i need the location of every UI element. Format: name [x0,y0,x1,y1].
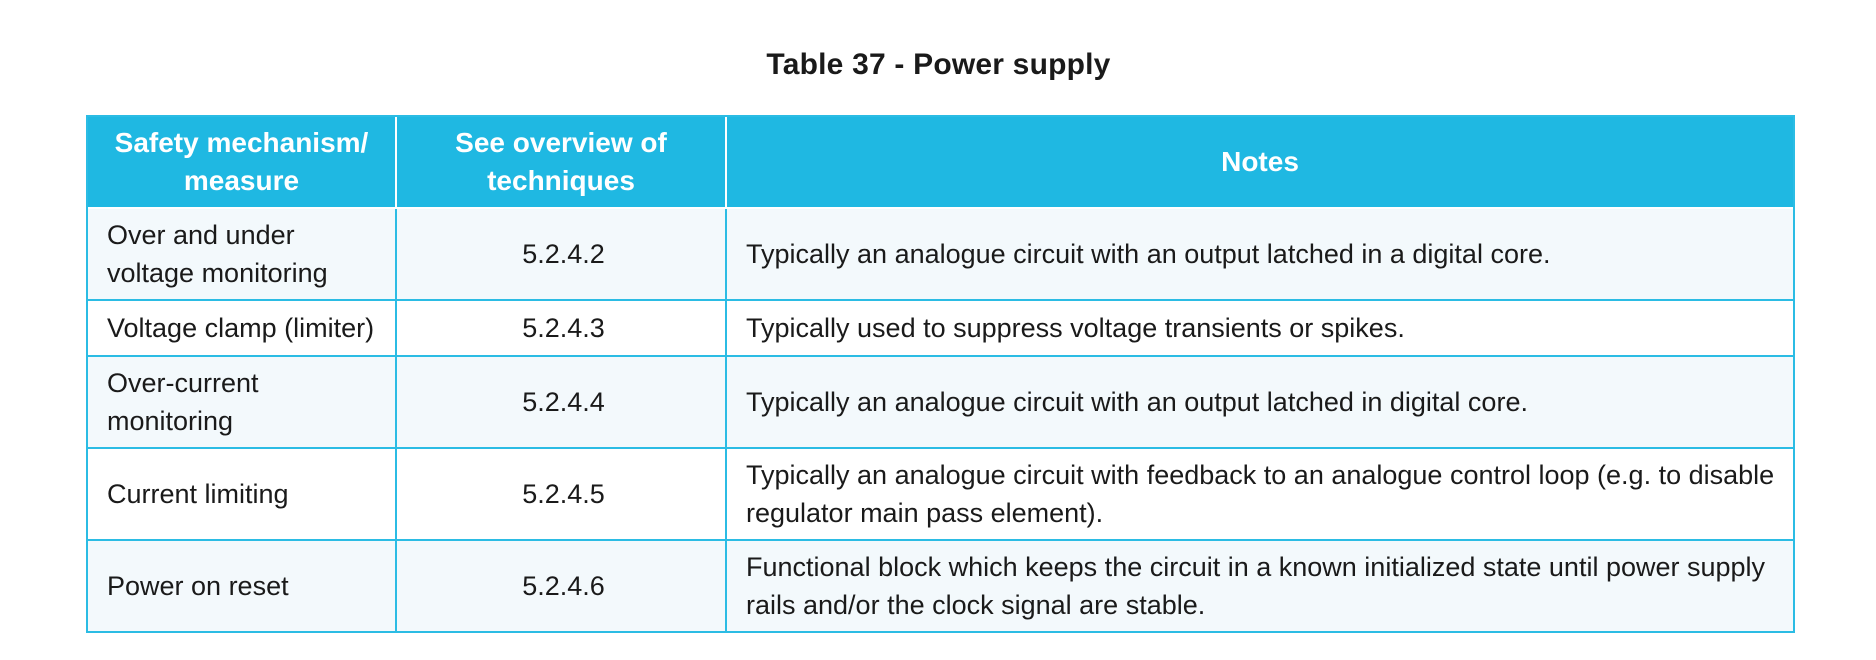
cell-technique: 5.2.4.3 [395,299,725,355]
cell-technique: 5.2.4.6 [395,539,725,631]
cell-mechanism: Power on reset [88,539,395,631]
column-header-safety-mechanism: Safety mechanism/ measure [88,117,395,209]
table-header-row: Safety mechanism/ measure See overview o… [88,117,1793,209]
table-row: Power on reset 5.2.4.6 Functional block … [88,539,1793,631]
cell-notes: Typically used to suppress voltage trans… [725,299,1793,355]
cell-mechanism: Voltage clamp (limiter) [88,299,395,355]
table-caption: Table 37 - Power supply [766,48,1111,81]
cell-technique: 5.2.4.4 [395,355,725,447]
cell-mechanism: Over and under voltage monitoring [88,209,395,299]
cell-notes: Typically an analogue circuit with an ou… [725,355,1793,447]
cell-mechanism: Over-current monitoring [88,355,395,447]
table-row: Current limiting 5.2.4.5 Typically an an… [88,447,1793,539]
cell-mechanism: Current limiting [88,447,395,539]
column-header-label: Notes [1221,146,1299,177]
table-row: Over-current monitoring 5.2.4.4 Typicall… [88,355,1793,447]
cell-technique: 5.2.4.2 [395,209,725,299]
column-header-see-overview: See overview of techniques [395,117,725,209]
table-row: Over and under voltage monitoring 5.2.4.… [88,209,1793,299]
power-supply-table: Safety mechanism/ measure See overview o… [86,115,1795,633]
cell-technique: 5.2.4.5 [395,447,725,539]
column-header-label: See overview of techniques [455,127,667,196]
table-row: Voltage clamp (limiter) 5.2.4.3 Typicall… [88,299,1793,355]
column-header-notes: Notes [725,117,1793,209]
column-header-label: Safety mechanism/ measure [114,127,369,196]
cell-notes: Functional block which keeps the circuit… [725,539,1793,631]
cell-notes: Typically an analogue circuit with feedb… [725,447,1793,539]
cell-notes: Typically an analogue circuit with an ou… [725,209,1793,299]
